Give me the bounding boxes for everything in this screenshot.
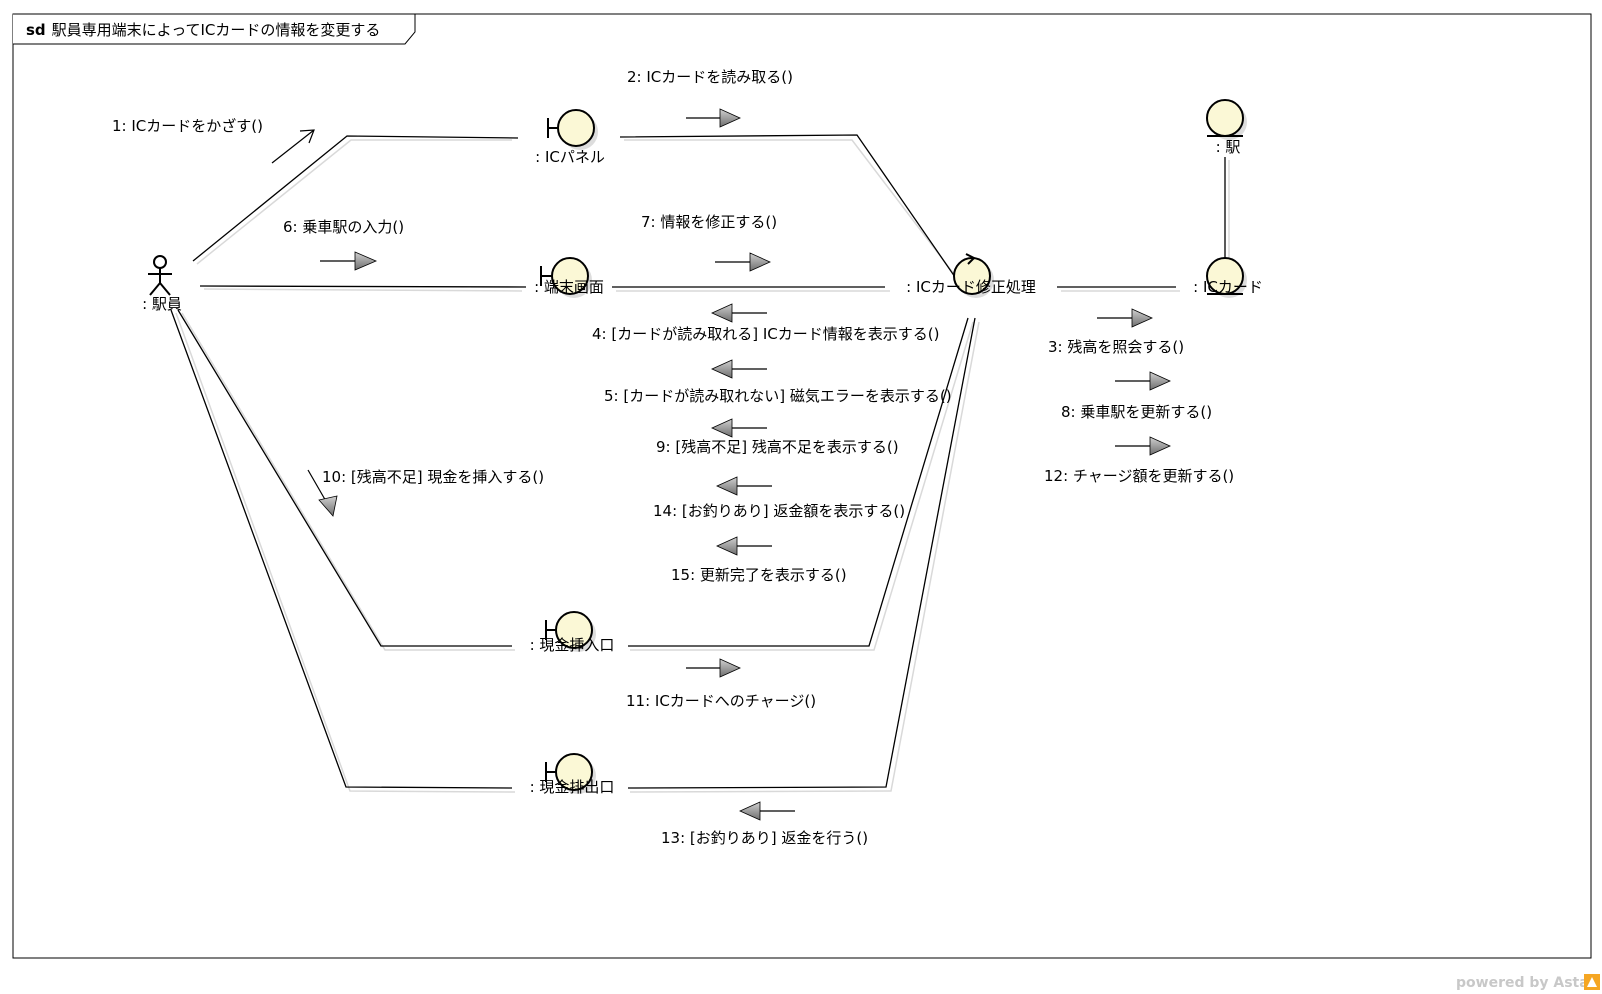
message-arrow-11 (686, 658, 741, 678)
actor-label: : 駅員 (142, 295, 182, 313)
object-cash-insert-slot[interactable]: : 現金挿入口 (530, 611, 615, 654)
message-6: 6: 乗車駅の入力() (283, 218, 404, 236)
message-arrow-15 (716, 536, 772, 556)
link-cashout-control (627, 317, 976, 789)
object-ic-card[interactable]: : ICカード (1193, 257, 1263, 298)
link-panel-control (619, 134, 956, 278)
message-labels: 1: ICカードをかざす() 2: ICカードを読み取る() 3: 残高を照会す… (112, 68, 1234, 847)
object-terminal-screen[interactable]: : 端末画面 (534, 257, 604, 298)
message-8: 8: 乗車駅を更新する() (1061, 403, 1212, 421)
message-arrow-12 (1115, 436, 1171, 456)
boundary-icon (540, 257, 592, 298)
object-label: : 現金挿入口 (530, 636, 615, 654)
message-4: 4: [カードが読み取れる] ICカード情報を表示する() (592, 325, 939, 343)
message-arrow-8 (1115, 371, 1171, 391)
message-7: 7: 情報を修正する() (641, 213, 777, 231)
message-arrow-3 (1097, 308, 1153, 328)
link-staff-screen (199, 285, 527, 288)
message-3: 3: 残高を照会する() (1048, 338, 1184, 356)
message-arrow-14 (716, 476, 772, 496)
message-2: 2: ICカードを読み取る() (627, 68, 793, 86)
message-5: 5: [カードが読み取れない] 磁気エラーを表示する() (604, 387, 952, 405)
link-staff-cashout (170, 309, 513, 789)
diagram-frame: sd 駅員専用端末によってICカードの情報を変更する (12, 13, 1592, 959)
control-icon (953, 253, 994, 298)
message-14: 14: [お釣りあり] 返金額を表示する() (653, 502, 905, 520)
message-arrow-4 (711, 303, 767, 323)
actor-icon (148, 255, 172, 296)
link-staff-cashin (177, 309, 512, 647)
object-station[interactable]: : 駅 (1206, 99, 1247, 156)
entity-icon (1206, 99, 1247, 140)
frame-keyword: sd (26, 21, 46, 39)
object-label: : 端末画面 (534, 278, 604, 296)
link-shadows (175, 139, 1230, 793)
entity-icon (1206, 257, 1247, 298)
message-arrow-7 (715, 252, 771, 272)
message-arrow-10 (307, 469, 338, 517)
boundary-icon (545, 611, 596, 652)
message-15: 15: 更新完了を表示する() (671, 566, 847, 584)
object-ic-card-update-control[interactable]: : ICカード修正処理 (906, 253, 1036, 298)
message-1: 1: ICカードをかざす() (112, 117, 263, 135)
object-label: : 駅 (1216, 138, 1241, 156)
link-cashin-control (628, 317, 969, 647)
message-arrow-2 (686, 108, 741, 128)
object-cash-outlet[interactable]: : 現金排出口 (530, 753, 615, 796)
boundary-icon (547, 109, 598, 150)
message-arrow-13 (739, 801, 795, 821)
message-arrow-1 (271, 129, 315, 164)
object-label: : ICカード修正処理 (906, 278, 1036, 296)
watermark-text: powered by Astah (1456, 975, 1599, 991)
links (170, 134, 1226, 789)
message-12: 12: チャージ額を更新する() (1044, 467, 1234, 485)
message-arrow-6 (320, 251, 378, 271)
message-arrow-5 (711, 359, 767, 379)
message-9: 9: [残高不足] 残高不足を表示する() (656, 438, 899, 456)
message-arrows (271, 108, 1171, 821)
message-10: 10: [残高不足] 現金を挿入する() (322, 468, 544, 486)
message-arrow-9 (711, 418, 767, 438)
boundary-icon (545, 753, 596, 794)
object-ic-panel[interactable]: : ICパネル (535, 109, 605, 166)
link-staff-panel (192, 135, 519, 262)
actor-staff[interactable]: : 駅員 (142, 255, 182, 313)
message-11: 11: ICカードへのチャージ() (626, 692, 816, 710)
watermark: powered by Astah (1456, 974, 1600, 991)
object-label: : ICカード (1193, 278, 1263, 296)
message-13: 13: [お釣りあり] 返金を行う() (661, 829, 868, 847)
object-label: : ICパネル (535, 148, 605, 166)
frame-title: 駅員専用端末によってICカードの情報を変更する (52, 21, 381, 39)
astah-logo-icon (1584, 974, 1600, 990)
object-label: : 現金排出口 (530, 778, 615, 796)
